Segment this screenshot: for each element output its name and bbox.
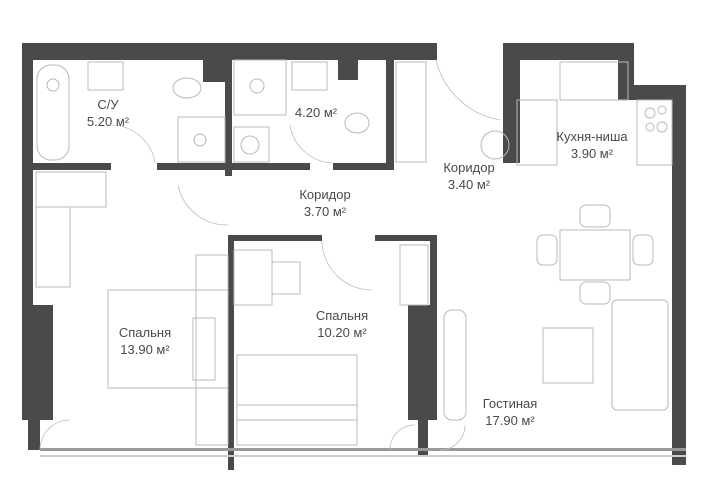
walls — [22, 43, 686, 470]
room-label-kitchen: Кухня-ниша 3.90 м² — [556, 128, 627, 162]
room-name: Гостиная — [482, 396, 538, 411]
room-label-corridor-1: Коридор 3.70 м² — [299, 186, 350, 220]
room-label-bathroom-1: С/У 5.20 м² — [87, 96, 129, 130]
room-area: 13.90 м² — [120, 342, 170, 357]
room-area: 3.70 м² — [303, 204, 347, 219]
room-area: 4.20 м² — [294, 105, 338, 120]
room-area: 3.40 м² — [447, 177, 491, 192]
room-name: Кухня-ниша — [556, 129, 628, 144]
room-label-bedroom-2: Спальня 10.20 м² — [316, 307, 368, 341]
room-area: 10.20 м² — [317, 325, 367, 340]
doors — [39, 59, 501, 451]
room-name: Коридор — [299, 187, 351, 202]
room-name: Спальня — [118, 325, 172, 340]
room-label-bedroom-1: Спальня 13.90 м² — [119, 324, 171, 358]
room-area: 5.20 м² — [86, 114, 130, 129]
furniture — [35, 59, 673, 446]
room-name: С/У — [97, 97, 119, 112]
room-name: Спальня — [315, 308, 369, 323]
room-name: Коридор — [443, 160, 495, 175]
room-area: 17.90 м² — [485, 413, 535, 428]
room-label-living-room: Гостиная 17.90 м² — [483, 395, 538, 429]
room-label-corridor-2: Коридор 3.40 м² — [443, 159, 494, 193]
room-area: 3.90 м² — [570, 146, 614, 161]
room-label-bathroom-2: 4.20 м² — [295, 104, 337, 121]
